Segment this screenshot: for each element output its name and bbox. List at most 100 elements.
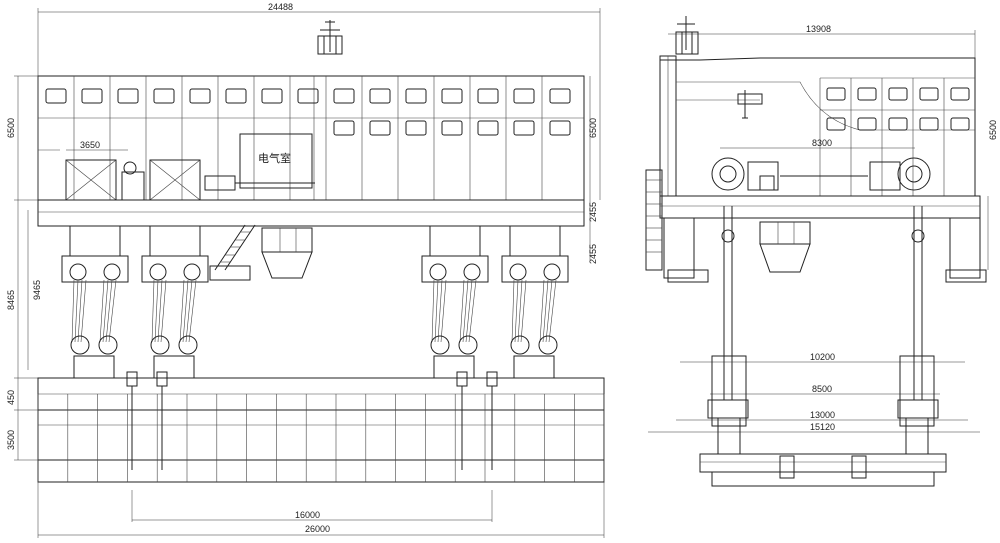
rope — [431, 279, 435, 343]
rope — [517, 279, 523, 343]
vent-window — [857, 117, 877, 131]
hoist-machinery — [65, 159, 315, 201]
dim-hook-lift: 9465 — [32, 280, 42, 300]
rope — [108, 279, 117, 343]
side-dim-trolley: 8300 — [812, 138, 832, 148]
winch-drum-housing — [141, 255, 209, 283]
winch-drum — [69, 263, 87, 281]
vent-window — [477, 88, 499, 104]
rope — [514, 279, 519, 343]
winch-drum — [543, 263, 561, 281]
rope — [99, 279, 105, 343]
sheave — [70, 335, 90, 355]
lifting-beam — [37, 371, 605, 483]
front-mast — [317, 20, 343, 55]
winch-drum — [509, 263, 527, 281]
rope — [71, 279, 75, 343]
lifting-lug — [156, 371, 168, 387]
side-ropes — [721, 206, 925, 400]
lifting-lug — [456, 371, 468, 387]
rope — [434, 279, 439, 343]
vent-window — [369, 120, 391, 136]
sheave — [150, 335, 170, 355]
rope — [468, 279, 477, 343]
hook-block — [73, 355, 115, 379]
side-mast — [675, 16, 699, 55]
side-dim-d: 15120 — [810, 422, 835, 432]
winch-drum — [463, 263, 481, 281]
rope — [462, 279, 469, 343]
dim-overall-top: 24488 — [268, 2, 293, 12]
rope — [74, 279, 79, 343]
vent-window — [477, 120, 499, 136]
vent-window — [81, 88, 103, 104]
vent-window — [826, 87, 846, 101]
side-winches — [711, 157, 931, 191]
dim-height-upper: 6500 — [6, 118, 16, 138]
vent-window — [549, 88, 571, 104]
winch-drum-housing — [61, 255, 129, 283]
rope — [440, 279, 447, 343]
rope — [437, 279, 443, 343]
main-girder — [37, 199, 585, 227]
winch-drum — [149, 263, 167, 281]
side-dim-top: 13908 — [806, 24, 831, 34]
side-dim-c: 13000 — [810, 410, 835, 420]
trolley-housing — [37, 75, 585, 201]
hook-block — [433, 355, 475, 379]
vent-window — [919, 87, 939, 101]
vent-window — [117, 88, 139, 104]
rope — [179, 279, 185, 343]
vent-window — [857, 87, 877, 101]
dim-450: 450 — [6, 390, 16, 405]
electrical-room — [239, 133, 313, 189]
vent-window — [513, 120, 535, 136]
side-housing — [659, 55, 976, 197]
winch-drum — [103, 263, 121, 281]
rope — [154, 279, 159, 343]
vent-window — [888, 117, 908, 131]
rope — [188, 279, 197, 343]
vent-window — [405, 120, 427, 136]
side-legs — [663, 217, 987, 283]
vent-window — [225, 88, 247, 104]
winch-drum — [183, 263, 201, 281]
vent-window — [261, 88, 283, 104]
rope — [465, 279, 473, 343]
vent-window — [153, 88, 175, 104]
rope — [548, 279, 557, 343]
electrical-room-label: 电气室 — [258, 151, 291, 165]
rope — [542, 279, 549, 343]
vent-window — [919, 117, 939, 131]
winch-drum-housing — [501, 255, 569, 283]
winch-frame — [509, 225, 561, 257]
rope — [459, 279, 465, 343]
vent-window — [441, 120, 463, 136]
vent-window — [45, 88, 67, 104]
side-hopper — [759, 221, 811, 273]
rope — [160, 279, 167, 343]
dim-hoist-trolley: 3650 — [80, 140, 100, 150]
rope — [539, 279, 545, 343]
side-dim-height: 6500 — [988, 120, 998, 140]
side-dim-b: 8500 — [812, 384, 832, 394]
rope — [102, 279, 109, 343]
vent-window — [369, 88, 391, 104]
rope — [157, 279, 163, 343]
vent-window — [888, 87, 908, 101]
stair-ladder — [209, 224, 256, 281]
winch-frame — [429, 225, 481, 257]
dim-spreader: 16000 — [295, 510, 320, 520]
vent-window — [950, 117, 970, 131]
lifting-lug — [126, 371, 138, 387]
sheave — [178, 335, 198, 355]
rope — [545, 279, 553, 343]
hook-block — [513, 355, 555, 379]
vent-window — [405, 88, 427, 104]
side-girder — [659, 195, 981, 219]
vent-window — [549, 120, 571, 136]
sheave — [430, 335, 450, 355]
vent-window — [950, 87, 970, 101]
side-lifting-beam — [699, 355, 947, 487]
